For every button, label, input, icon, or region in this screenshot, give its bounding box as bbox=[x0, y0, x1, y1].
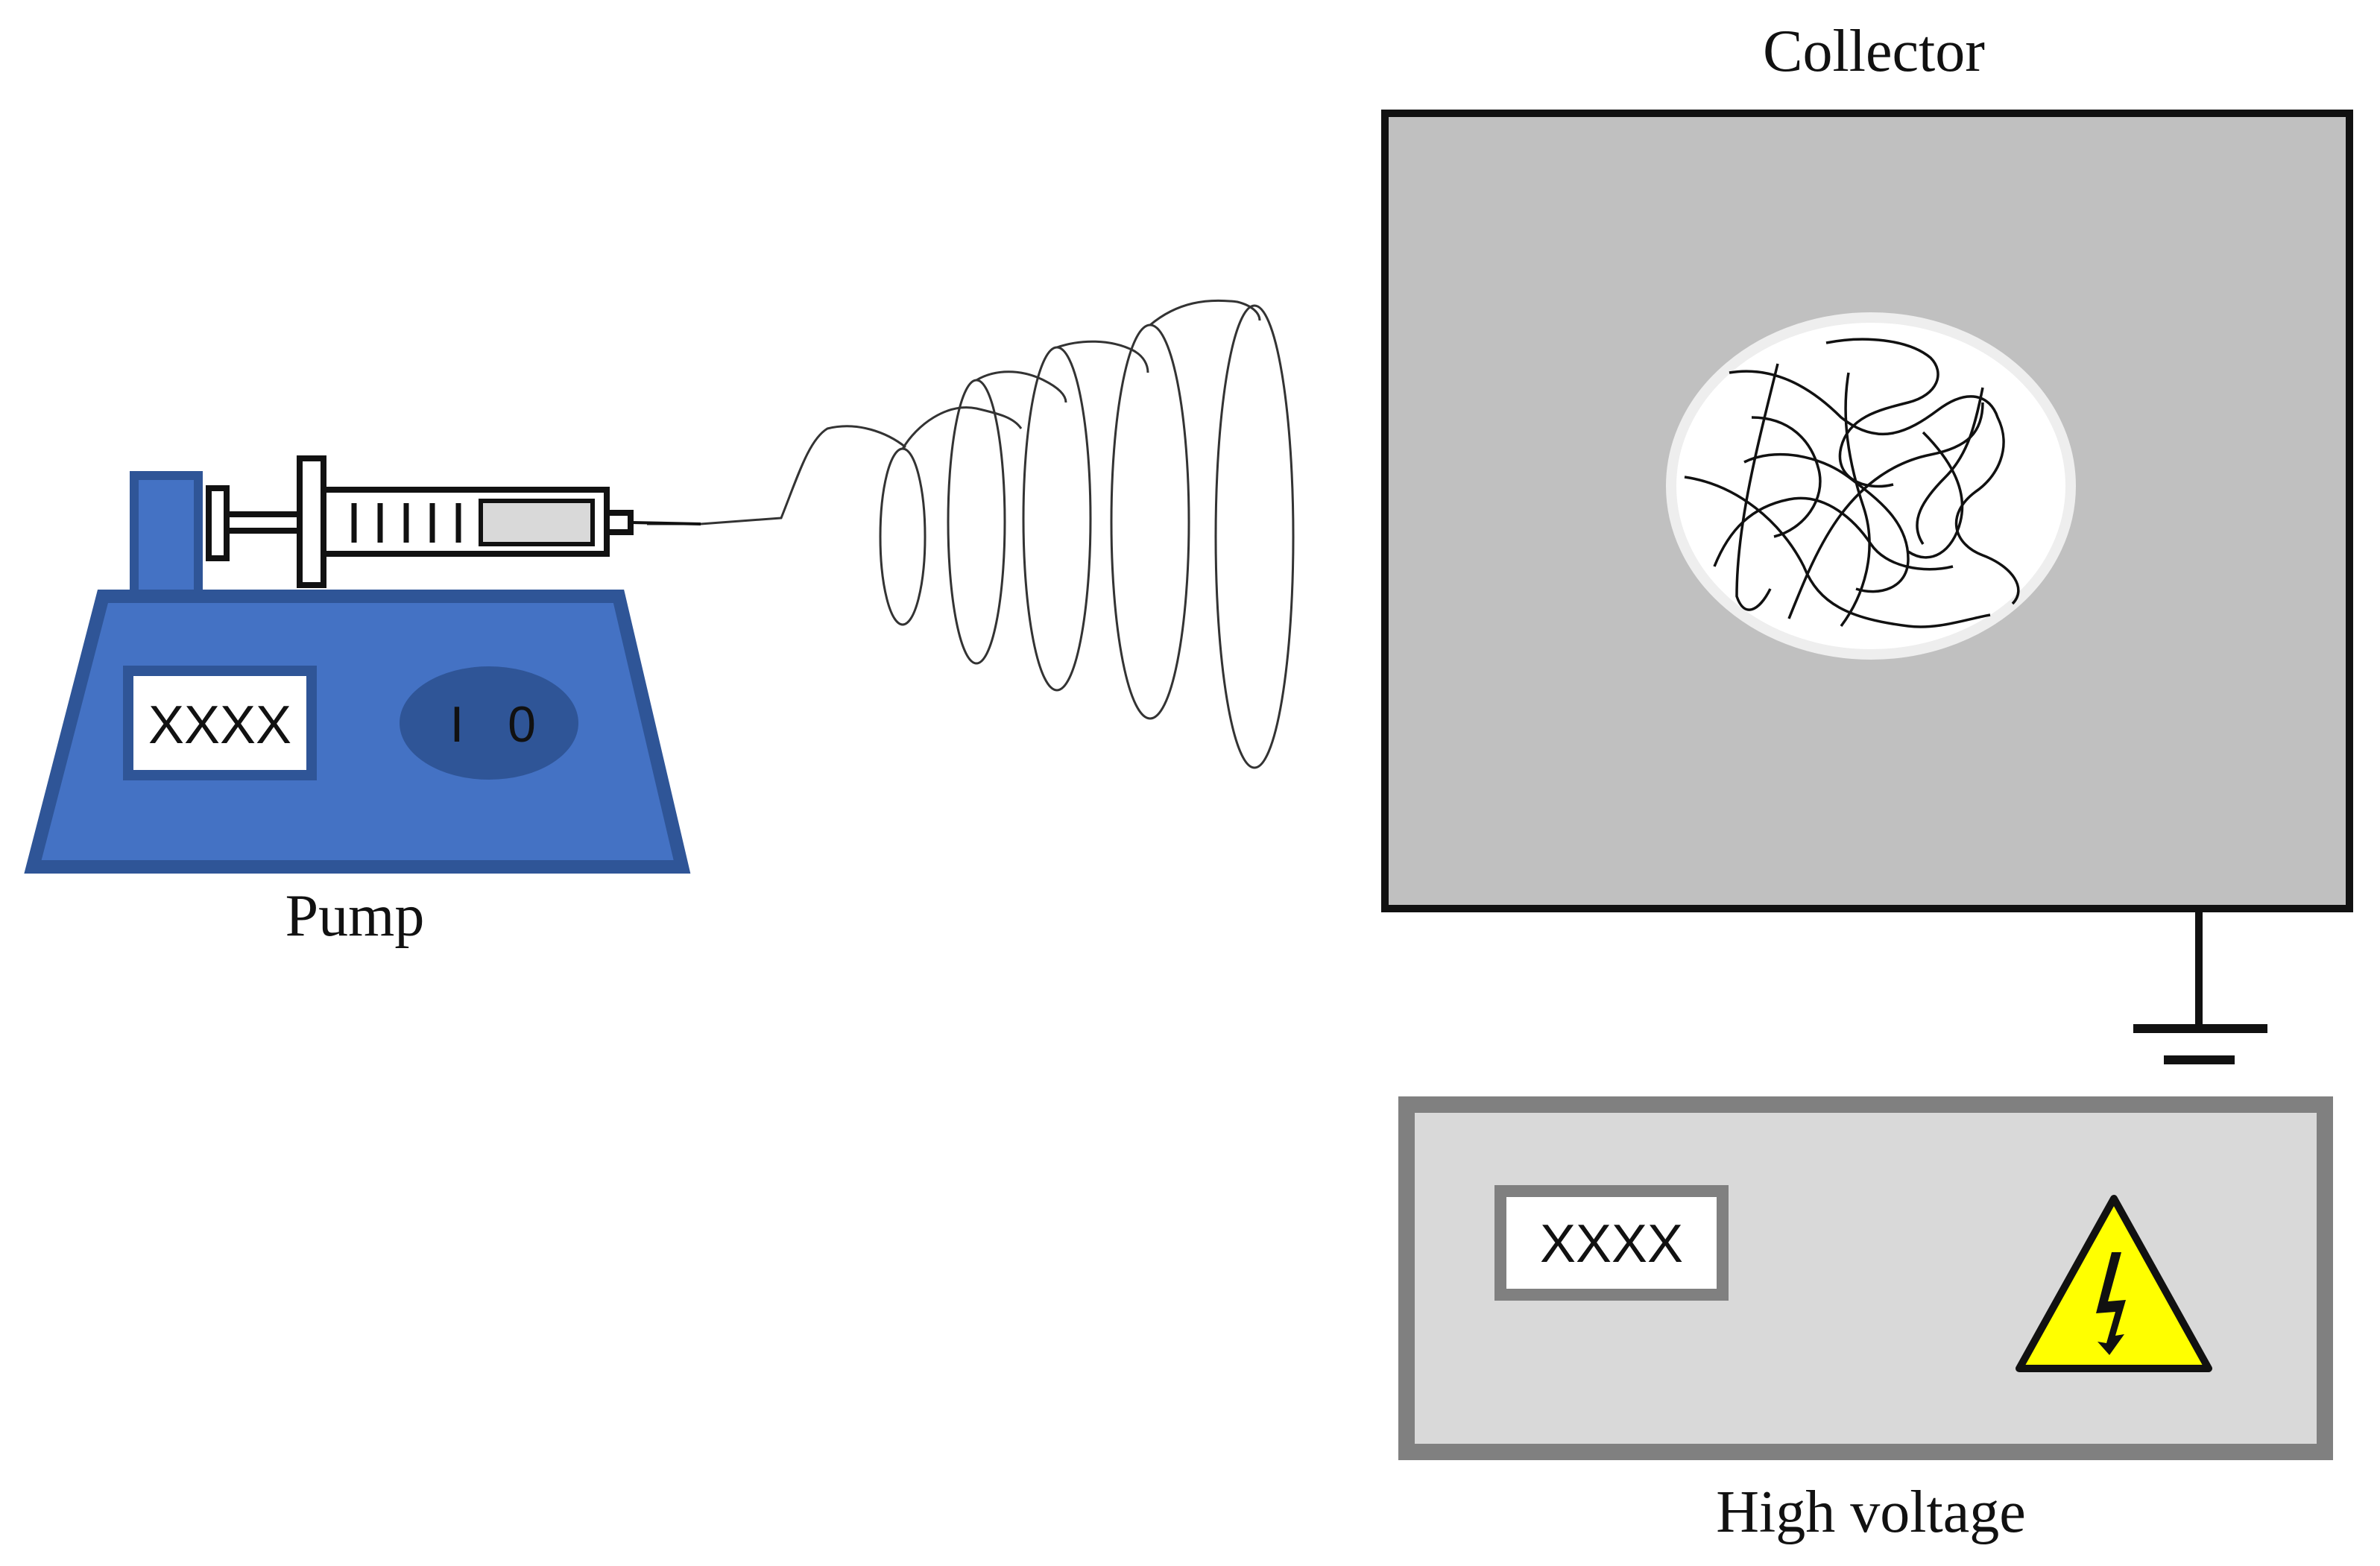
pump-display bbox=[123, 666, 317, 780]
pump: XXXX I 0 bbox=[24, 471, 691, 874]
high-voltage-display bbox=[1494, 1185, 1729, 1301]
pump-plunger-block bbox=[130, 471, 203, 599]
collector-plate bbox=[1381, 110, 2353, 912]
collector-label: Collector bbox=[1763, 19, 1985, 84]
high-voltage-label: High voltage bbox=[1716, 1480, 2025, 1545]
polymer-jet bbox=[647, 299, 1295, 769]
pump-switch-on-label: I bbox=[450, 696, 464, 753]
high-voltage-warning-icon bbox=[2016, 1195, 2212, 1372]
fiber-mat bbox=[1684, 338, 2020, 628]
pump-base bbox=[24, 590, 691, 874]
pump-power-switch bbox=[400, 666, 578, 780]
ground-icon bbox=[2133, 909, 2267, 1064]
pump-switch-off-label: 0 bbox=[508, 696, 536, 753]
high-voltage-display-text: XXXX bbox=[1540, 1214, 1683, 1274]
pump-label: Pump bbox=[285, 883, 425, 949]
high-voltage-supply: XXXX bbox=[1398, 1096, 2333, 1460]
pump-display-text: XXXX bbox=[148, 695, 291, 755]
syringe bbox=[206, 455, 701, 588]
